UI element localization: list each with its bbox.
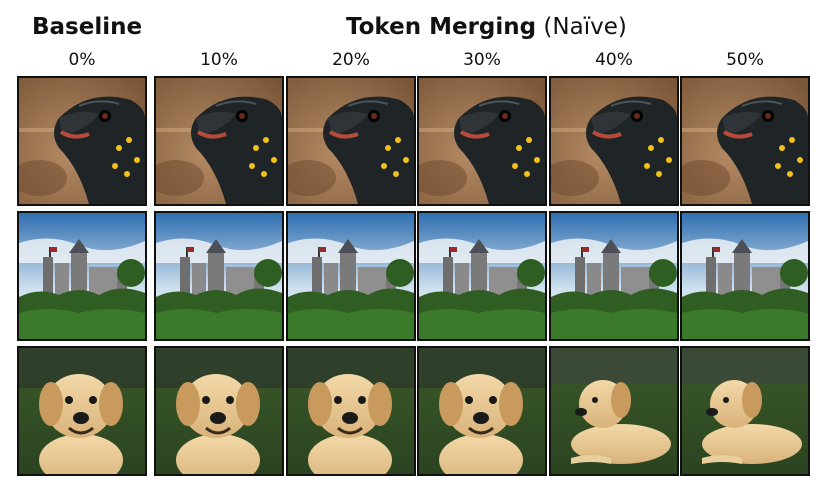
column-label-40: 40%: [595, 50, 633, 70]
dog-image-0: [17, 346, 147, 476]
castle-image-40: [549, 211, 679, 341]
lizard-image-50: [680, 76, 810, 206]
castle-image-10: [154, 211, 284, 341]
dog-lying-image-50: [680, 346, 810, 476]
lizard-image-20: [286, 76, 416, 206]
token-merging-title-note: (Naïve): [543, 14, 627, 40]
castle-image-30: [417, 211, 547, 341]
lizard-image-0: [17, 76, 147, 206]
token-merging-title: Token Merging (Naïve): [346, 12, 627, 42]
dog-image-10: [154, 346, 284, 476]
column-label-50: 50%: [726, 50, 764, 70]
column-label-0: 0%: [68, 50, 96, 70]
dog-image-20: [286, 346, 416, 476]
column-label-10: 10%: [200, 50, 238, 70]
lizard-image-10: [154, 76, 284, 206]
dog-lying-image-40: [549, 346, 679, 476]
lizard-image-30: [417, 76, 547, 206]
dog-image-30: [417, 346, 547, 476]
baseline-title: Baseline: [32, 12, 142, 42]
castle-image-50: [680, 211, 810, 341]
token-merging-title-bold: Token Merging: [346, 14, 537, 40]
column-label-30: 30%: [463, 50, 501, 70]
lizard-image-40: [549, 76, 679, 206]
castle-image-0: [17, 211, 147, 341]
baseline-title-text: Baseline: [32, 14, 143, 40]
castle-image-20: [286, 211, 416, 341]
column-label-20: 20%: [332, 50, 370, 70]
